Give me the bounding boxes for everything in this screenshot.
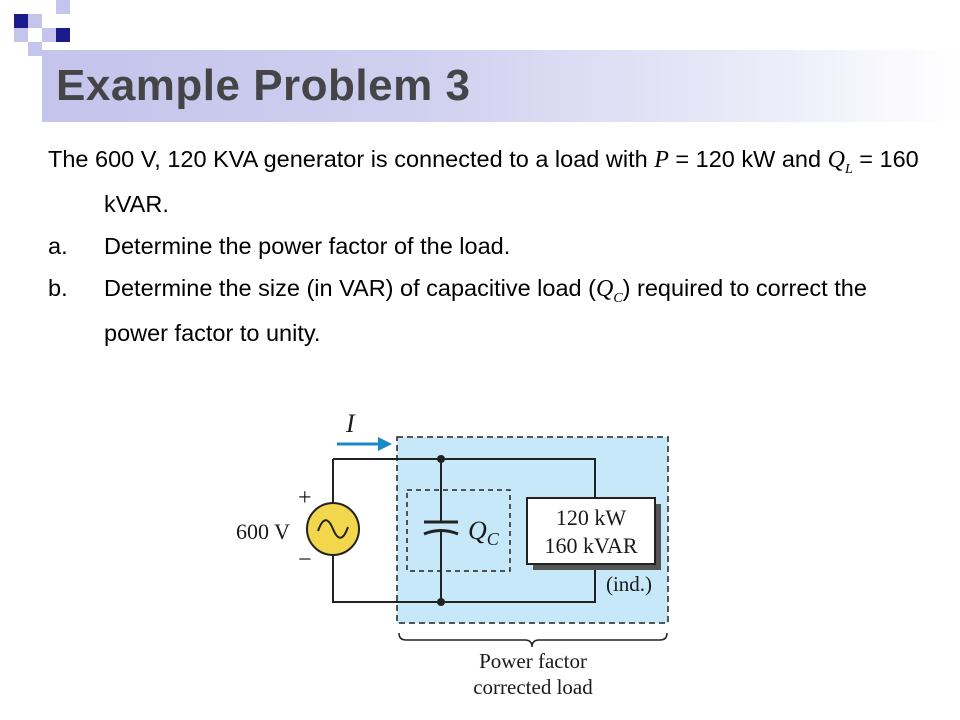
item-marker: a.	[48, 232, 68, 259]
top-wire	[333, 458, 596, 500]
corner-block-lavender	[28, 42, 42, 56]
source-label: 600 V	[236, 519, 290, 544]
plus-label: +	[298, 485, 312, 511]
problem-statement: The 600 V, 120 KVA generator is connecte…	[48, 142, 928, 358]
corner-block-lavender	[42, 28, 56, 42]
intro-text-1: The 600 V, 120 KVA generator is connecte…	[48, 146, 655, 172]
qc-symbol: QC	[595, 275, 623, 306]
list-item-a: a. Determine the power factor of the load…	[48, 229, 928, 263]
current-label: I	[345, 409, 356, 438]
caption-line-1: Power factor	[479, 649, 587, 673]
capacitor-box	[406, 489, 511, 572]
intro-paragraph: The 600 V, 120 KVA generator is connecte…	[48, 142, 928, 221]
sine-wave-icon	[317, 519, 349, 539]
junction-dot	[437, 455, 445, 463]
item-text-after: ) required to correct the power factor t…	[104, 274, 867, 346]
ql-symbol: QL	[827, 147, 853, 177]
item-marker: b.	[48, 274, 68, 301]
list-item-b: b. Determine the size (in VAR) of capacit…	[48, 271, 928, 350]
intro-text-2: = 120 kW and	[668, 146, 828, 172]
corner-block-lavender	[28, 14, 42, 28]
corner-block-lavender	[14, 28, 28, 42]
p-symbol: P	[654, 147, 669, 173]
capacitor-label: QC	[468, 516, 500, 549]
minus-label: −	[298, 547, 312, 573]
capacitor-plate	[423, 529, 459, 536]
caption-line-2: corrected load	[473, 675, 593, 699]
slide-title: Example Problem 3	[56, 61, 471, 110]
corner-block-lavender	[56, 0, 70, 14]
inductive-note: (ind.)	[606, 572, 652, 596]
title-band	[42, 50, 960, 122]
arrowhead-icon	[378, 437, 392, 451]
caption-bracket	[398, 632, 668, 648]
load-reactive-label: 160 kVAR	[544, 533, 637, 558]
item-text-before: Determine the size (in VAR) of capacitiv…	[104, 274, 596, 301]
load-power-label: 120 kW	[556, 505, 627, 530]
intro-text-3: = 160 kVAR.	[104, 146, 919, 217]
item-text: Determine the power factor of the load.	[104, 232, 511, 259]
load-box	[526, 497, 656, 565]
bottom-wire	[332, 556, 596, 603]
corner-block-navy	[14, 14, 28, 28]
corner-block-navy	[56, 28, 70, 42]
junction-dot	[437, 598, 445, 606]
